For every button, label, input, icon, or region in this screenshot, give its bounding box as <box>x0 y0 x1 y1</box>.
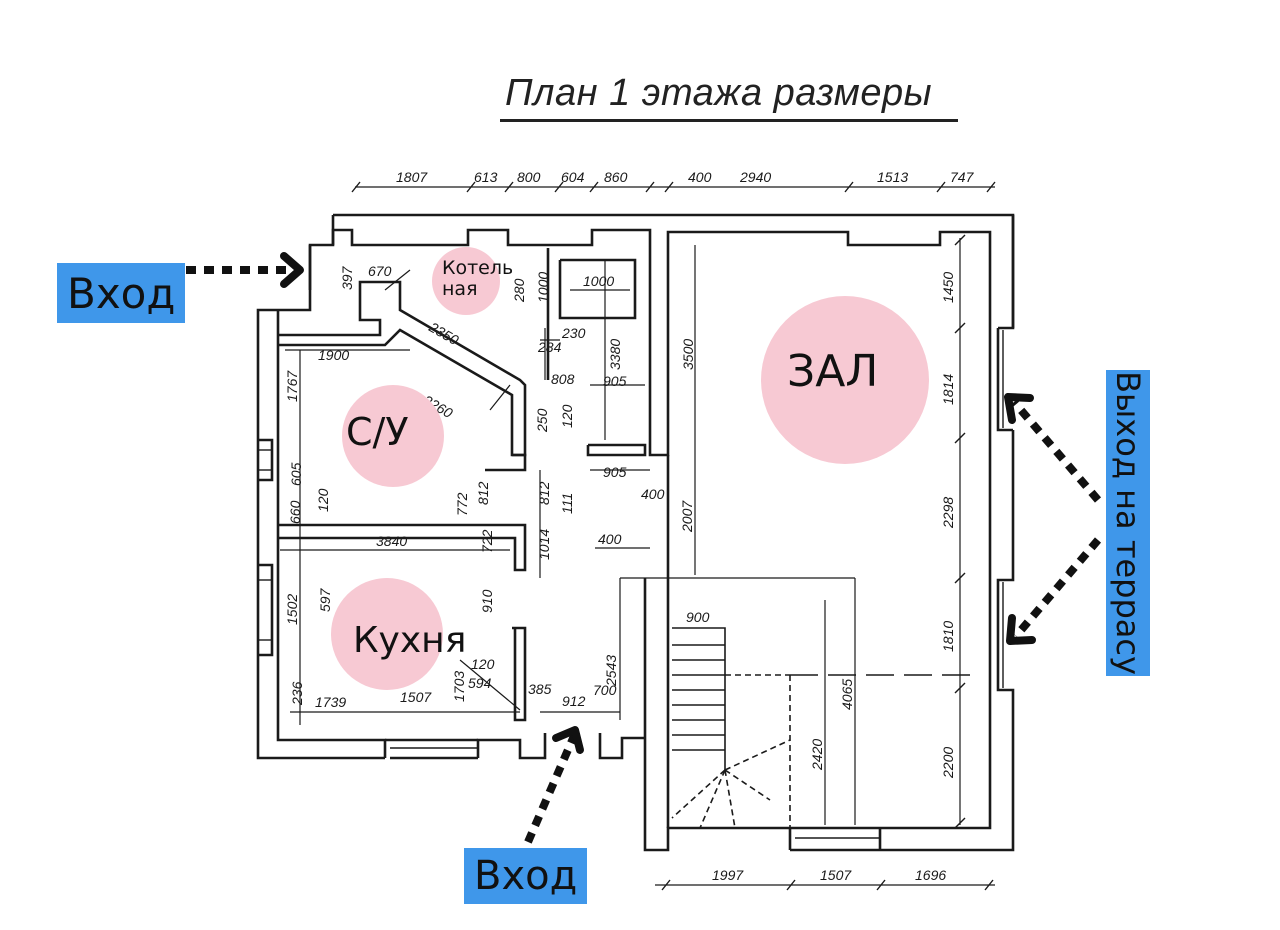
terrace-exit-badge: Выход на террасу <box>1106 370 1150 676</box>
terrace-exit-label: Выход на террасу <box>1109 371 1147 675</box>
dimension-interior-23: 111 <box>559 493 575 514</box>
entry-top-badge: Вход <box>57 263 186 323</box>
terrace-arrow-down-head <box>1006 614 1036 645</box>
bathroom-room-marker <box>342 385 444 487</box>
dimension-interior-31: 1502 <box>284 594 300 625</box>
dimension-top-3: 604 <box>561 169 585 185</box>
dimension-interior-32: 597 <box>317 587 333 612</box>
terrace-arrow-up-head <box>1004 393 1034 424</box>
dimension-interior-42: 385 <box>528 681 552 697</box>
dimension-top-5: 400 <box>688 169 712 185</box>
dimension-right-4: 2200 <box>940 747 956 779</box>
stairs <box>671 627 980 829</box>
dimension-interior-46: 4065 <box>839 679 855 710</box>
dimension-top-7: 1513 <box>877 169 908 185</box>
dimension-interior-14: 250 <box>534 408 550 433</box>
dimension-interior-3: 280 <box>511 278 527 303</box>
dimension-interior-45: 2420 <box>809 739 825 771</box>
dimension-top-2: 800 <box>517 169 541 185</box>
dimension-interior-37: 1703 <box>451 671 467 702</box>
dimension-right-3: 1810 <box>940 621 956 652</box>
entry-arrow-top-head <box>280 252 304 288</box>
dimension-interior-7: 3380 <box>607 339 623 370</box>
dimension-interior-19: 120 <box>315 488 331 512</box>
dimension-bottom-0: 1997 <box>712 867 744 883</box>
dimension-interior-0: 397 <box>339 265 355 290</box>
dimension-interior-41: 1507 <box>400 689 432 705</box>
terrace-arrow-down-line <box>1012 537 1102 639</box>
outer-walls <box>256 213 1015 852</box>
dimension-interior-34: 900 <box>686 609 710 625</box>
hall-room-label: ЗАЛ <box>787 346 879 397</box>
entry-bottom-badge: Вход <box>464 848 588 904</box>
dimension-top-6: 2940 <box>739 169 771 185</box>
dimension-top-4: 860 <box>604 169 628 185</box>
windows <box>258 330 1004 839</box>
dimension-interior-15: 120 <box>559 404 575 428</box>
dimension-interior-25: 400 <box>641 486 665 502</box>
dimension-interior-24: 905 <box>603 464 627 480</box>
room-markers <box>331 247 929 690</box>
entry-arrows <box>186 252 1102 844</box>
dimension-top-0: 1807 <box>396 169 428 185</box>
dimension-interior-1: 670 <box>368 263 392 279</box>
boiler-room-label-line1: Котель <box>442 257 514 279</box>
dimension-interior-40: 1739 <box>315 694 346 710</box>
hall-room-marker <box>761 296 929 464</box>
kitchen-room-marker <box>331 578 443 690</box>
dimension-interior-5: 1000 <box>583 273 614 289</box>
dimension-interior-38: 594 <box>468 675 492 691</box>
dimension-right-2: 2298 <box>940 497 956 529</box>
dimension-ticks <box>351 181 996 891</box>
dimension-lines <box>280 186 995 886</box>
dimension-interior-43: 912 <box>562 693 586 709</box>
entry-arrow-bottom-head <box>552 726 584 754</box>
dimension-interior-6: 230 <box>561 325 586 341</box>
dimension-interior-35: 2543 <box>603 655 619 687</box>
dimension-interior-20: 772 <box>454 492 470 516</box>
dimension-interior-17: 605 <box>288 462 304 486</box>
boiler-room-label: Котель ная <box>442 258 513 300</box>
terrace-arrow-up-line <box>1010 399 1102 503</box>
dimension-interior-28: 1014 <box>536 529 552 560</box>
dimension-interior-33: 910 <box>479 589 495 613</box>
kitchen-room-label: Кухня <box>353 620 467 661</box>
dimension-bottom-1: 1507 <box>820 867 852 883</box>
dimension-interior-26: 3840 <box>376 533 407 549</box>
dimension-interior-30: 2007 <box>679 500 695 533</box>
dimension-top-8: 747 <box>950 169 975 185</box>
dimension-bottom-2: 1696 <box>915 867 946 883</box>
dimension-interior-9: 1900 <box>318 347 349 363</box>
dimension-right-0: 1450 <box>940 272 956 303</box>
dimension-right-1: 1814 <box>940 374 956 405</box>
dimension-interior-27: 722 <box>479 529 495 553</box>
dimension-interior-13: 905 <box>603 373 627 389</box>
dimension-interior-16: 3500 <box>680 339 696 370</box>
dimension-interior-29: 400 <box>598 531 622 547</box>
dimension-interior-12: 808 <box>551 371 575 387</box>
boiler-room-marker <box>432 247 500 315</box>
title-underline <box>500 119 958 122</box>
boiler-room-label-line2: ная <box>442 278 478 300</box>
dimension-interior-39: 236 <box>289 681 305 706</box>
plan-title: План 1 этажа размеры <box>505 72 933 114</box>
dimension-interior-44: 700 <box>593 682 617 698</box>
dimension-top-1: 613 <box>474 169 498 185</box>
interior-walls <box>278 245 670 722</box>
dimension-interior-22: 812 <box>536 481 552 505</box>
dimension-interior-21: 812 <box>475 481 491 505</box>
entry-arrow-bottom-line <box>524 734 578 844</box>
dimension-interior-4: 1000 <box>535 272 551 303</box>
bathroom-room-label: С/У <box>346 410 409 454</box>
dimension-interior-36: 120 <box>471 656 495 672</box>
dimension-interior-10: 1767 <box>284 370 300 402</box>
dimension-interior-18: 660 <box>287 500 303 524</box>
dimension-interior-8: 284 <box>537 339 562 355</box>
